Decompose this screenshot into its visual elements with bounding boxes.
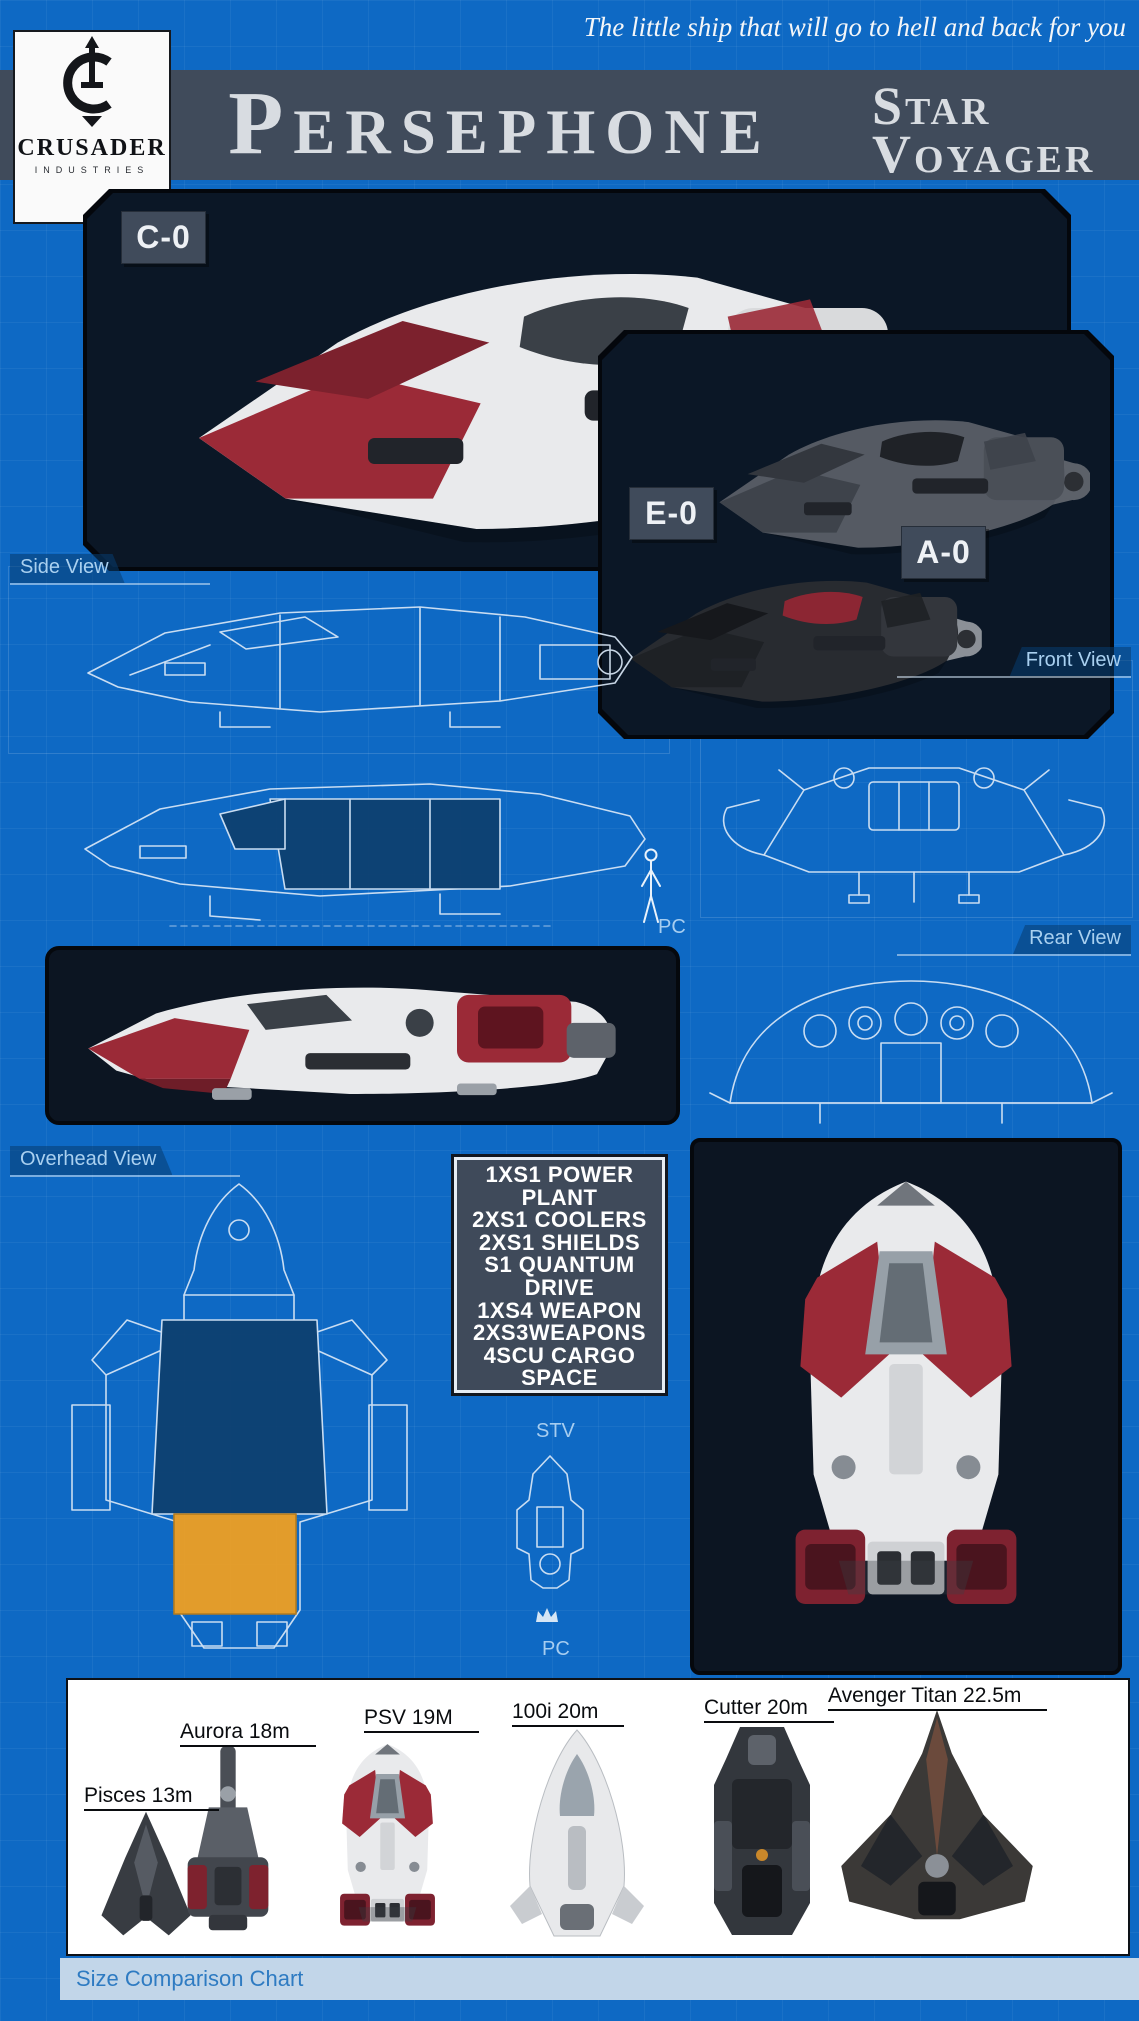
variant-badge-e0: E-0 <box>629 487 714 540</box>
variant-badge-c0: C-0 <box>121 211 206 264</box>
spec-line: 2XS1 COOLERS <box>472 1207 647 1233</box>
crown-icon <box>536 1608 558 1622</box>
cutter-silhouette <box>714 1727 810 1935</box>
scale-person-label: PC <box>658 916 686 938</box>
ship-label-avenger: Avenger Titan 22.5m <box>828 1684 1048 1711</box>
ship-label-100i: 100i 20m <box>512 1700 625 1727</box>
logo-name: CRUSADER <box>17 135 167 161</box>
spec-line: 2XS3WEAPONS <box>473 1320 646 1346</box>
aurora-silhouette <box>187 1745 269 1931</box>
spec-line: SPACE <box>521 1365 598 1391</box>
ship-label-cutter: Cutter 20m <box>704 1696 834 1723</box>
view-label-side: Side View <box>10 554 210 585</box>
blueprint-rear-view <box>709 980 1113 1124</box>
spec-line: 2XS1 SHIELDS <box>478 1229 641 1255</box>
blueprint-overhead-view <box>71 1183 408 1649</box>
header-band <box>0 70 1139 180</box>
spec-line: 1XS4 WEAPON <box>477 1297 642 1323</box>
ship-label-aurora: Aurora 18m <box>180 1720 316 1747</box>
view-label-front-text: Front View <box>1009 647 1131 676</box>
subtitle-line-1: Star <box>872 76 992 136</box>
view-label-side-text: Side View <box>10 554 125 583</box>
view-label-front: Front View <box>897 647 1131 678</box>
spec-line: DRIVE <box>524 1274 595 1300</box>
spec-box: 1XS1 POWER PLANT 2XS1 COOLERS 2XS1 SHIEL… <box>451 1154 668 1396</box>
top-ship-render <box>726 1172 1086 1628</box>
ship-subtitle: Star Voyager <box>872 76 1096 184</box>
100i-silhouette <box>510 1729 644 1937</box>
ship-title: Persephone <box>228 74 772 173</box>
size-comparison-panel: Pisces 13m Aurora 18m PSV 19M 100i 20m C… <box>66 1678 1130 1956</box>
blueprint-side-view-1 <box>87 606 633 728</box>
spec-line: PLANT <box>521 1184 598 1210</box>
tagline: The little ship that will go to hell and… <box>583 12 1126 42</box>
spec-line: S1 QUANTUM <box>484 1252 635 1278</box>
view-label-overhead-text: Overhead View <box>10 1146 172 1175</box>
blueprint-stv-mini <box>516 1455 584 1589</box>
size-chart-caption: Size Comparison Chart <box>60 1958 1139 2000</box>
logo-sub: INDUSTRIES <box>34 165 150 175</box>
subtitle-line-2: Voyager <box>872 124 1096 184</box>
ship-label-psv: PSV 19M <box>364 1706 479 1733</box>
view-label-rear: Rear View <box>897 925 1131 956</box>
blueprint-front-view <box>722 767 1106 904</box>
a0-ship-render <box>612 560 982 714</box>
blueprint-side-view-2 <box>84 783 646 927</box>
variant-badge-a0: A-0 <box>901 526 986 579</box>
spec-line: 1XS1 POWER <box>485 1162 634 1187</box>
side-ship-render <box>88 987 616 1100</box>
e0-ship-render <box>700 398 1090 561</box>
pc-small-label: PC <box>542 1638 570 1660</box>
pisces-silhouette <box>101 1811 191 1936</box>
avenger-silhouette <box>841 1709 1033 1920</box>
view-label-rear-text: Rear View <box>1013 925 1131 954</box>
scale-person-icon <box>641 848 661 923</box>
ship-label-pisces: Pisces 13m <box>84 1784 219 1811</box>
view-label-overhead: Overhead View <box>10 1146 240 1177</box>
spec-line: 4SCU CARGO <box>483 1342 636 1368</box>
stv-label: STV <box>536 1420 575 1442</box>
crusader-emblem-icon <box>63 36 112 127</box>
psv-silhouette <box>310 1740 465 1936</box>
